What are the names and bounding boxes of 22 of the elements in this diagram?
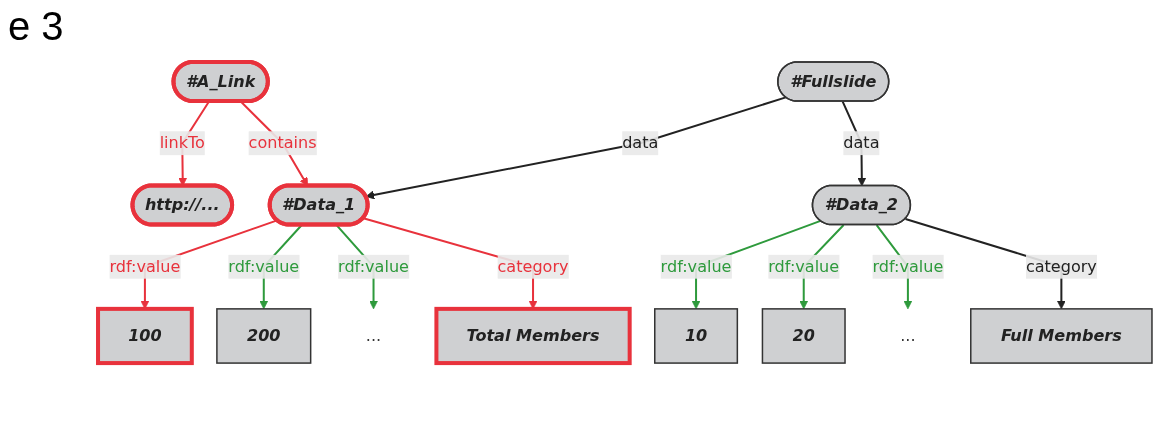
edge-label: rdf:value [768,256,840,276]
edge-label: data [843,133,880,153]
figure-number: e 3 [8,4,64,48]
edge-label: data [622,133,659,153]
node-box: 10 [654,308,739,364]
edge-label: rdf:value [228,256,300,276]
node-box: Full Members [970,308,1153,364]
edge-label: rdf:value [109,256,181,276]
arrow [365,96,787,200]
edge-label: rdf:value [872,256,944,276]
node-text: ... [365,325,382,346]
node-box: 100 [96,306,194,366]
node-box: 200 [216,308,312,364]
edge-label: contains [248,133,317,153]
edge-label: rdf:value [660,256,732,276]
edge-label: linkTo [159,133,205,153]
edge-label: category [1025,256,1097,276]
edge-label: category [497,256,569,276]
node-box: 20 [761,308,846,364]
edge-label: rdf:value [338,256,409,276]
node-text: ... [900,325,916,346]
node-box: Total Members [434,306,632,366]
